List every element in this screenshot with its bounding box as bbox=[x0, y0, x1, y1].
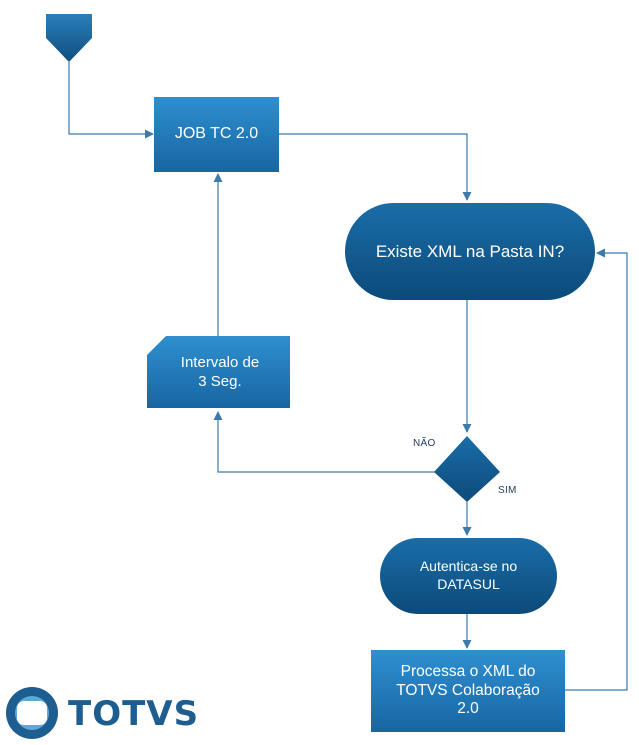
decision-node-shape bbox=[434, 436, 500, 502]
edge-start-to-job bbox=[68, 62, 154, 139]
interval-node-label: Intervalo de 3 Seg. bbox=[180, 353, 260, 390]
edge-process-to-check bbox=[565, 248, 628, 691]
check-xml-node-label: Existe XML na Pasta IN? bbox=[375, 241, 565, 261]
job-node-shape bbox=[154, 97, 279, 172]
edge-job-to-check bbox=[279, 133, 472, 201]
check-xml-node-shape bbox=[345, 203, 595, 300]
start-marker bbox=[46, 14, 92, 62]
totvs-logo-mark bbox=[6, 687, 58, 739]
authenticate-node-shape bbox=[380, 538, 557, 614]
process-node-shape bbox=[371, 650, 565, 732]
edge-decision-no-to-interval bbox=[213, 411, 436, 473]
edge-label-no: NÃO bbox=[413, 438, 436, 449]
interval-node-shape bbox=[147, 336, 290, 408]
totvs-logo-text: TOTVS bbox=[68, 694, 200, 734]
process-node-label: Processa o XML do TOTVS Colaboração 2.0 bbox=[396, 662, 540, 718]
edge-label-yes: SIM bbox=[498, 485, 517, 496]
job-node-label: JOB TC 2.0 bbox=[174, 125, 259, 143]
authenticate-node-label: Autentica-se no DATASUL bbox=[419, 558, 518, 592]
